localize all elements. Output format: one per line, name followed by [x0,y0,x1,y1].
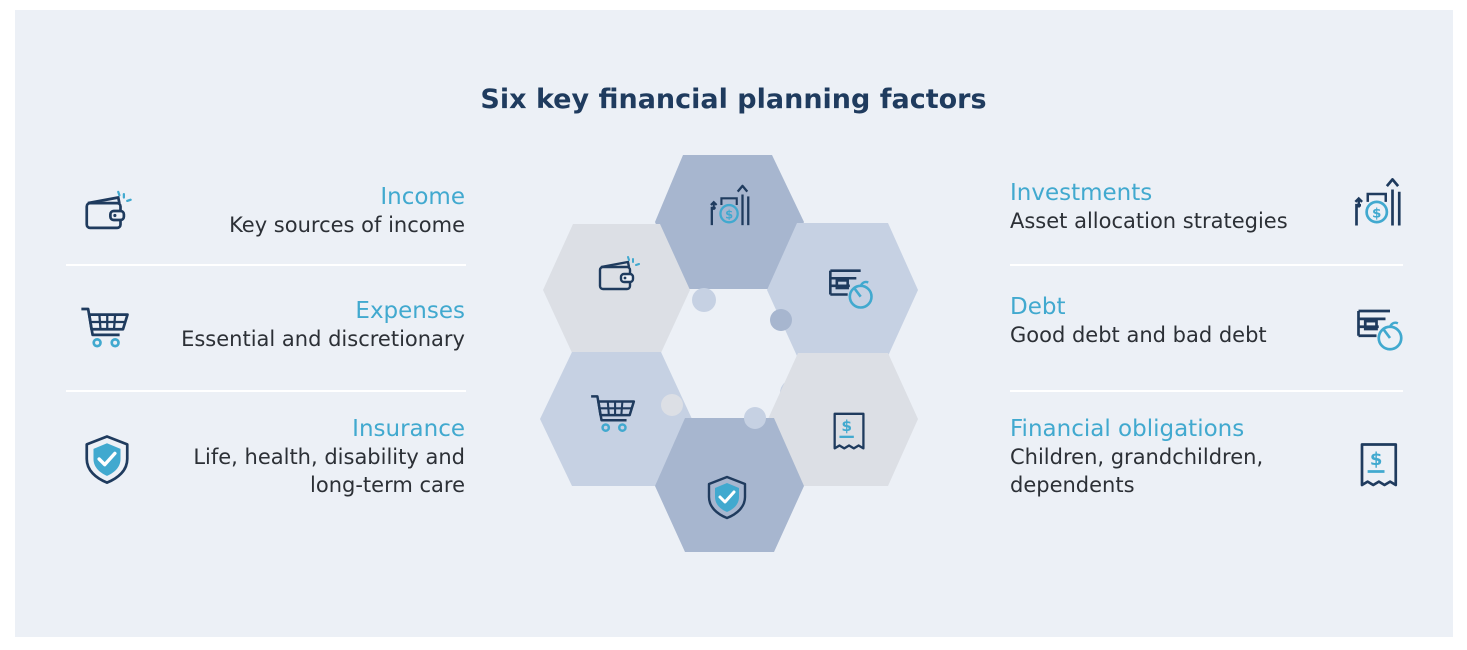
factor-expenses: Expenses Essential and discretionary [181,297,465,353]
factor-financial-obligations-name: Financial obligations [1010,416,1245,442]
factor-income-name: Income [380,184,465,210]
shield-check-icon [80,432,134,486]
hex-insurance [655,418,804,552]
hex-income [543,224,690,355]
factor-insurance: Insurance Life, health, disability and l… [193,415,465,499]
factor-investments-name: Investments [1010,180,1153,206]
factor-insurance-name: Insurance [352,416,465,442]
factor-financial-obligations-description: Children, grandchildren, dependents [1010,445,1264,497]
wallet-icon [80,184,134,238]
divider [1010,390,1403,392]
growth-coin-icon [1352,176,1406,230]
factor-expenses-description: Essential and discretionary [181,327,465,351]
factor-insurance-description: Life, health, disability and long-term c… [193,445,465,497]
factor-investments: Investments Asset allocation strategies [1010,179,1288,235]
factor-income-description: Key sources of income [229,213,465,237]
factor-debt: Debt Good debt and bad debt [1010,293,1267,349]
factor-expenses-name: Expenses [355,298,465,324]
hex-financial-obligations [768,353,918,486]
shopping-cart-icon [78,300,132,354]
hexagon-puzzle-ring [540,155,918,552]
factor-investments-description: Asset allocation strategies [1010,209,1288,233]
divider [1010,264,1403,266]
divider [66,264,466,266]
factor-debt-name: Debt [1010,294,1066,320]
debt-stack-icon [1354,302,1408,356]
hex-investments [655,155,804,289]
factor-financial-obligations: Financial obligations Children, grandchi… [1010,415,1263,499]
factor-debt-description: Good debt and bad debt [1010,323,1267,347]
hex-debt [767,223,918,356]
divider [66,390,466,392]
hex-expenses [540,352,692,486]
factor-income: Income Key sources of income [229,183,465,239]
receipt-icon [1353,440,1407,494]
page-title: Six key financial planning factors [480,84,987,115]
